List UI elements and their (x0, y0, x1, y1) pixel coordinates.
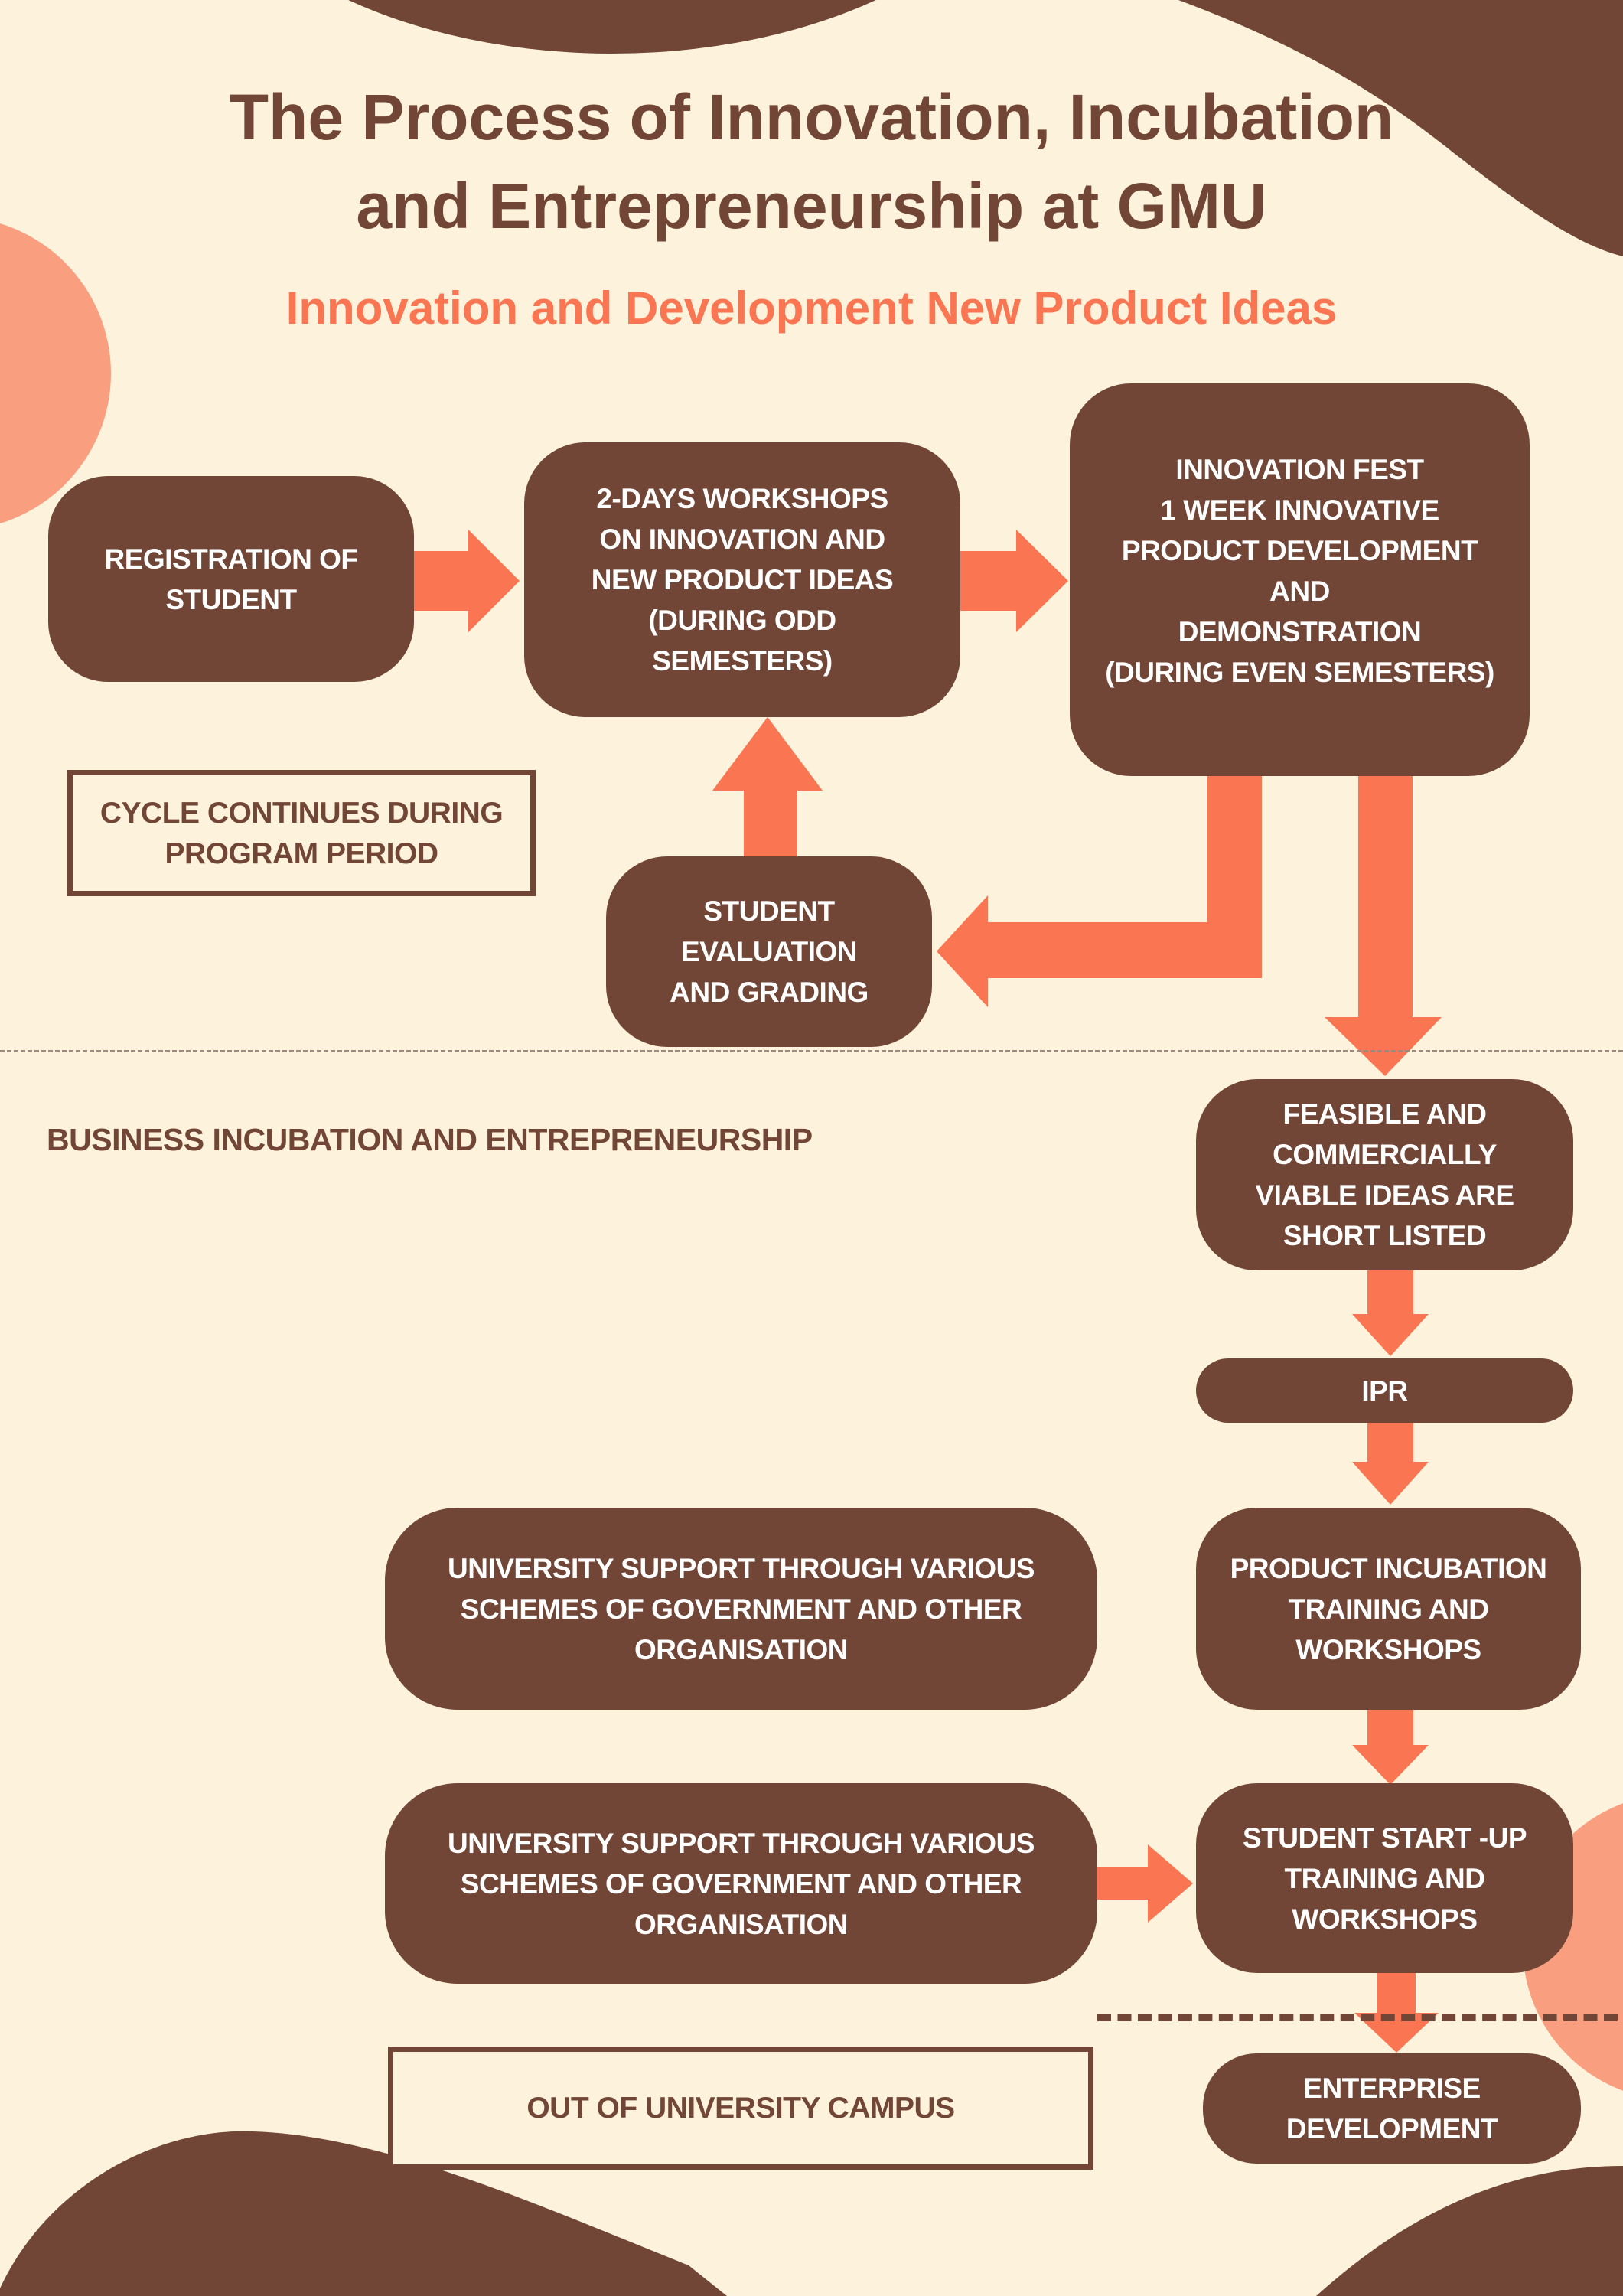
section-label: BUSINESS INCUBATION AND ENTREPRENEURSHIP (47, 1122, 813, 1157)
top-brown-blob (348, 0, 876, 54)
cycle-note: CYCLE CONTINUES DURING PROGRAM PERIOD (67, 770, 536, 896)
shortlisted-box: FEASIBLE AND COMMERCIALLY VIABLE IDEAS A… (1196, 1079, 1573, 1270)
arrow-product-incubation-to-startup (1352, 1710, 1429, 1785)
enterprise-box: ENTERPRISE DEVELOPMENT (1203, 2053, 1581, 2164)
registration-box: REGISTRATION OF STUDENT (48, 476, 414, 682)
campus-boundary-line (1097, 2014, 1618, 2021)
out-of-campus-label: OUT OF UNIVERSITY CAMPUS (388, 2047, 1093, 2170)
top-right-brown-blob (1178, 0, 1623, 256)
arrow-registration-to-workshops (414, 530, 520, 632)
subtitle: Innovation and Development New Product I… (285, 282, 1338, 334)
left-salmon-circle (0, 223, 111, 523)
page-title: The Process of Innovation, Incubation an… (0, 73, 1623, 250)
product-incubation-box: PRODUCT INCUBATION TRAINING AND WORKSHOP… (1196, 1508, 1581, 1710)
section-divider (0, 1050, 1623, 1052)
university-support-box-1: UNIVERSITY SUPPORT THROUGH VARIOUS SCHEM… (385, 1508, 1097, 1710)
startup-box: STUDENT START -UP TRAINING AND WORKSHOPS (1196, 1783, 1573, 1973)
ipr-box: IPR (1196, 1358, 1573, 1423)
bottom-right-brown-wave (1316, 2166, 1623, 2296)
title-line-1: The Process of Innovation, Incubation (229, 81, 1394, 153)
arrow-fest-to-evaluation (937, 776, 1262, 1007)
university-support-box-2: UNIVERSITY SUPPORT THROUGH VARIOUS SCHEM… (385, 1783, 1097, 1984)
arrow-workshops-to-fest (960, 530, 1068, 632)
arrow-evaluation-to-workshops (712, 717, 823, 856)
arrow-startup-to-enterprise (1354, 1973, 1439, 2053)
arrow-ipr-to-product-incubation (1352, 1423, 1429, 1505)
innovation-fest-box: INNOVATION FEST 1 WEEK INNOVATIVE PRODUC… (1070, 383, 1530, 776)
bottom-left-brown-wave (0, 2131, 727, 2296)
workshops-box: 2-DAYS WORKSHOPS ON INNOVATION AND NEW P… (524, 442, 960, 717)
arrow-support-to-startup (1097, 1844, 1193, 1923)
arrow-shortlisted-to-ipr (1352, 1270, 1429, 1356)
arrow-fest-to-shortlisted (1325, 776, 1442, 1076)
evaluation-box: STUDENT EVALUATION AND GRADING (606, 856, 932, 1047)
title-line-2: and Entrepreneurship at GMU (356, 170, 1267, 242)
